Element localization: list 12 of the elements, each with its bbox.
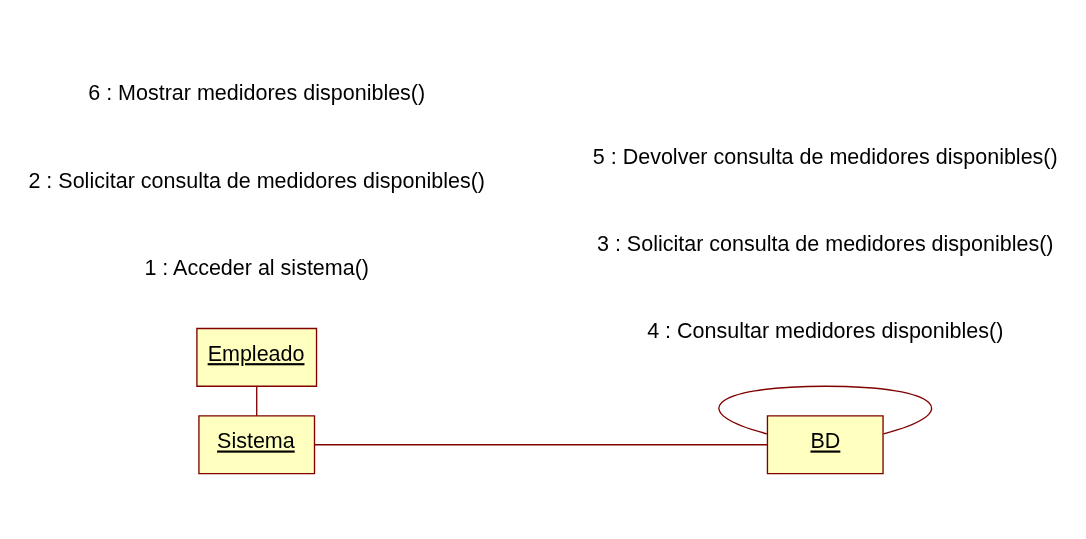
connector xyxy=(314,443,768,445)
label: 1 : Acceder al sistema() xyxy=(144,255,370,280)
label: 4 : Consultar medidores disponibles() xyxy=(647,318,1004,343)
connector xyxy=(256,385,258,416)
node-box: Empleado xyxy=(196,327,318,387)
connector xyxy=(718,385,933,434)
label: 5 : Devolver consulta de medidores disponibles() xyxy=(592,144,1058,169)
node-box: Sistema xyxy=(198,414,316,474)
node-box: BD xyxy=(766,414,884,474)
label: 3 : Solicitar consulta de medidores disponibles() xyxy=(596,231,1054,256)
label: 6 : Mostrar medidores disponibles() xyxy=(88,80,426,105)
label: 2 : Solicitar consulta de medidores disponibles() xyxy=(28,168,485,193)
